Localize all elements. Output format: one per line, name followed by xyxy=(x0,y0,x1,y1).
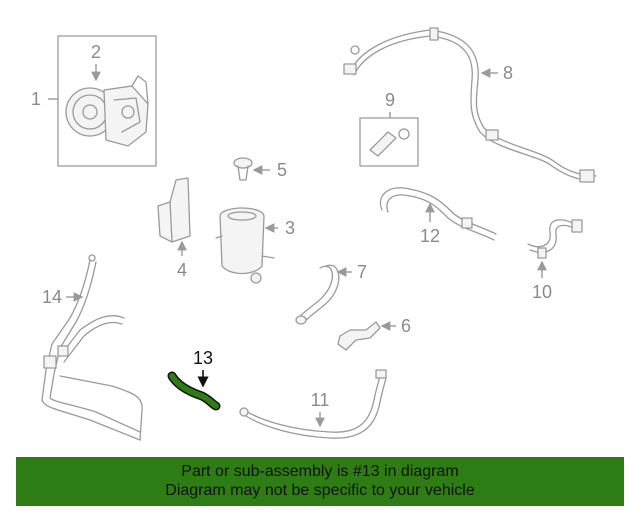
clip-part-5[interactable] xyxy=(233,157,253,181)
callout-2: 2 xyxy=(91,42,101,62)
pipe-part-10[interactable] xyxy=(527,219,583,259)
callout-4: 4 xyxy=(177,260,187,280)
hose-part-13-highlighted[interactable] xyxy=(167,371,221,411)
leader-lines xyxy=(48,64,547,428)
banner-line-1: Part or sub-assembly is #13 in diagram xyxy=(181,463,459,480)
pipe-part-11[interactable] xyxy=(239,369,387,439)
bracket-part-4[interactable] xyxy=(157,177,191,243)
callout-6: 6 xyxy=(401,316,411,336)
callout-8: 8 xyxy=(503,63,513,83)
hose-part-7[interactable] xyxy=(295,264,340,325)
callout-9: 9 xyxy=(385,90,395,110)
hose-part-6[interactable] xyxy=(337,321,381,351)
callout-5: 5 xyxy=(277,160,287,180)
fitting-part-9[interactable] xyxy=(359,117,419,167)
reservoir-tank-part-3[interactable] xyxy=(215,207,275,284)
info-banner: Part or sub-assembly is #13 in diagram D… xyxy=(16,457,624,506)
power-steering-pump-assembly[interactable] xyxy=(57,35,157,167)
exploded-parts-diagram: 1 2 3 4 5 6 7 8 9 10 11 12 13 14 xyxy=(31,27,597,441)
callout-labels: 1 2 3 4 5 6 7 8 9 10 11 12 13 14 xyxy=(31,42,552,410)
callout-13-highlighted: 13 xyxy=(193,348,213,368)
callout-1: 1 xyxy=(31,89,41,109)
callout-11: 11 xyxy=(311,390,330,410)
callout-7: 7 xyxy=(357,262,367,282)
banner-line-2: Diagram may not be specific to your vehi… xyxy=(165,482,475,499)
hose-part-8[interactable] xyxy=(343,27,597,183)
callout-12: 12 xyxy=(420,226,440,246)
callout-3: 3 xyxy=(285,218,295,238)
callout-10: 10 xyxy=(532,282,552,302)
pipe-assembly-part-14[interactable] xyxy=(41,254,143,441)
callout-14: 14 xyxy=(42,287,62,307)
